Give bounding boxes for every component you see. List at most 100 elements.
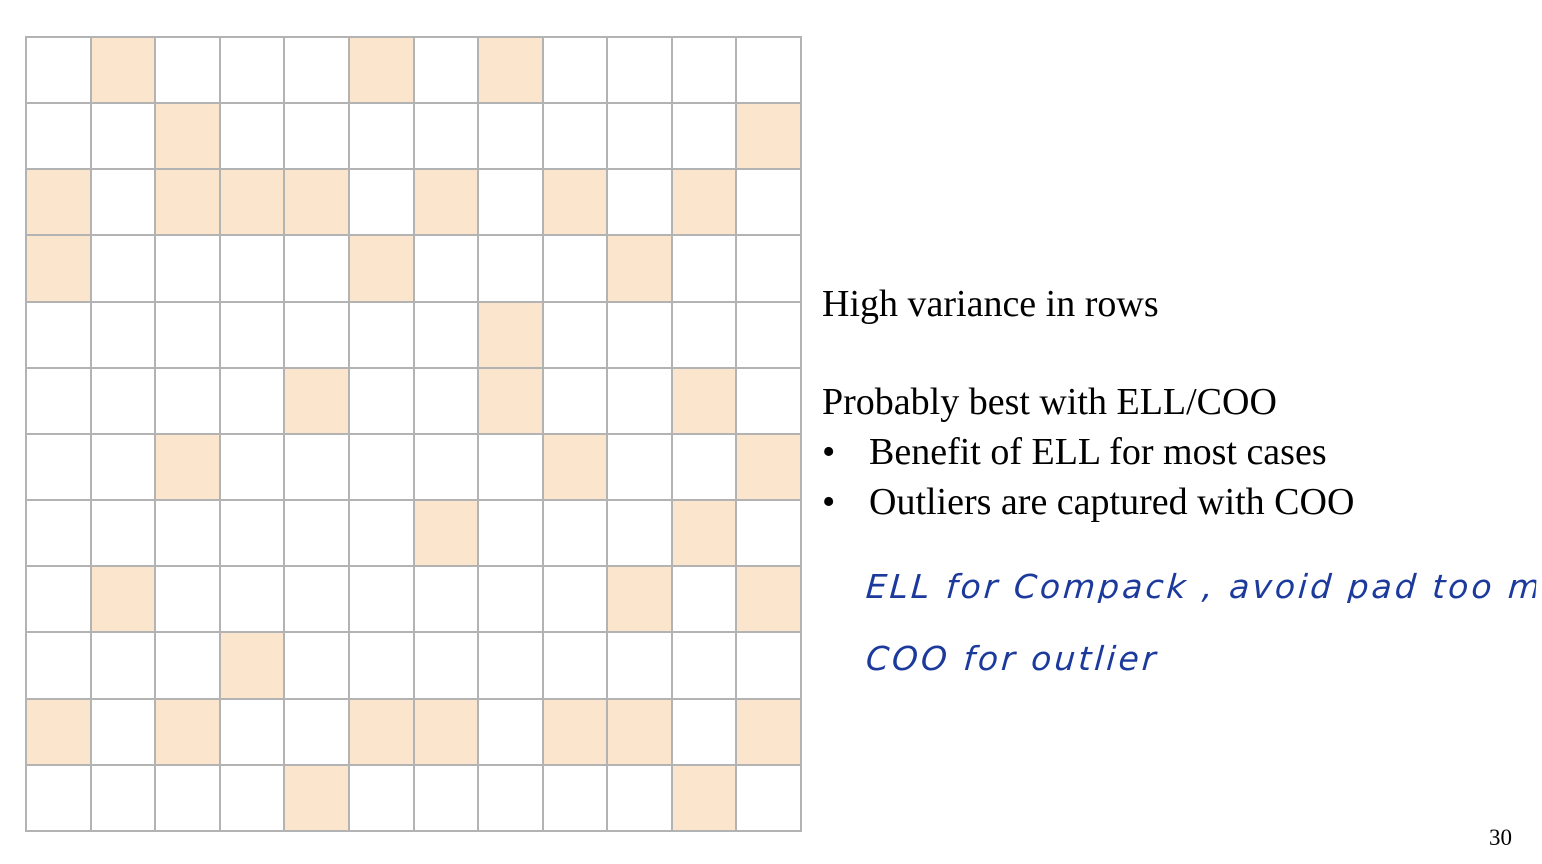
matrix-cell-nonzero bbox=[479, 302, 544, 369]
matrix-cell-empty bbox=[349, 633, 415, 700]
matrix-cell-empty bbox=[156, 567, 221, 634]
matrix-cell-empty bbox=[479, 765, 544, 832]
matrix-cell-empty bbox=[479, 699, 544, 766]
bullet-marker: • bbox=[822, 431, 836, 473]
handwritten-note: ELL for Compack , avoid pad too much bbox=[864, 570, 1538, 603]
matrix-cell-empty bbox=[156, 368, 221, 435]
matrix-cell-empty bbox=[608, 501, 673, 568]
matrix-cell-empty bbox=[349, 170, 415, 237]
matrix-cell-nonzero bbox=[608, 699, 673, 766]
matrix-cell-empty bbox=[91, 368, 157, 435]
matrix-cell-nonzero bbox=[156, 170, 221, 237]
matrix-cell-empty bbox=[91, 302, 157, 369]
matrix-cell-empty bbox=[672, 633, 738, 700]
matrix-cell-empty bbox=[156, 633, 221, 700]
matrix-cell-empty bbox=[91, 501, 157, 568]
matrix-cell-empty bbox=[479, 633, 544, 700]
matrix-cell-empty bbox=[479, 567, 544, 634]
matrix-cell-empty bbox=[737, 170, 802, 237]
matrix-cell-empty bbox=[91, 699, 157, 766]
matrix-cell-empty bbox=[156, 302, 221, 369]
bullet-item: •Outliers are captured with COO bbox=[822, 483, 1354, 521]
matrix-cell-nonzero bbox=[672, 501, 738, 568]
matrix-cell-empty bbox=[479, 501, 544, 568]
matrix-cell-empty bbox=[285, 104, 350, 171]
matrix-cell-nonzero bbox=[414, 699, 480, 766]
matrix-cell-empty bbox=[91, 170, 157, 237]
matrix-cell-empty bbox=[91, 104, 157, 171]
matrix-cell-empty bbox=[737, 302, 802, 369]
matrix-cell-empty bbox=[285, 501, 350, 568]
matrix-cell-empty bbox=[414, 567, 480, 634]
matrix-cell-empty bbox=[349, 567, 415, 634]
matrix-cell-empty bbox=[349, 501, 415, 568]
matrix-cell-empty bbox=[414, 302, 480, 369]
matrix-cell-empty bbox=[543, 38, 609, 105]
matrix-cell-nonzero bbox=[156, 699, 221, 766]
page-number: 30 bbox=[1489, 825, 1512, 850]
matrix-cell-empty bbox=[543, 302, 609, 369]
bullet-text: Outliers are captured with COO bbox=[869, 481, 1355, 523]
matrix-cell-empty bbox=[479, 104, 544, 171]
slide-subheading: Probably best with ELL/COO bbox=[822, 381, 1277, 423]
matrix-cell-nonzero bbox=[285, 765, 350, 832]
matrix-cell-nonzero bbox=[737, 699, 802, 766]
matrix-cell-nonzero bbox=[414, 170, 480, 237]
matrix-cell-empty bbox=[608, 434, 673, 502]
matrix-cell-empty bbox=[543, 104, 609, 171]
matrix-cell-empty bbox=[608, 104, 673, 171]
matrix-cell-empty bbox=[414, 38, 480, 105]
matrix-cell-empty bbox=[543, 633, 609, 700]
matrix-cell-empty bbox=[156, 38, 221, 105]
matrix-cell-nonzero bbox=[220, 633, 286, 700]
matrix-cell-empty bbox=[91, 236, 157, 303]
matrix-cell-nonzero bbox=[608, 567, 673, 634]
matrix-cell-empty bbox=[220, 368, 286, 435]
matrix-cell-nonzero bbox=[349, 236, 415, 303]
matrix-cell-empty bbox=[220, 699, 286, 766]
matrix-cell-empty bbox=[479, 170, 544, 237]
matrix-cell-empty bbox=[672, 699, 738, 766]
bullet-text: Benefit of ELL for most cases bbox=[869, 431, 1327, 473]
matrix-cell-empty bbox=[672, 302, 738, 369]
matrix-cell-empty bbox=[220, 302, 286, 369]
matrix-cell-empty bbox=[220, 236, 286, 303]
matrix-cell-empty bbox=[479, 434, 544, 502]
matrix-cell-nonzero bbox=[543, 699, 609, 766]
matrix-cell-nonzero bbox=[737, 104, 802, 171]
matrix-cell-nonzero bbox=[672, 170, 738, 237]
matrix-cell-empty bbox=[608, 765, 673, 832]
matrix-cell-empty bbox=[349, 104, 415, 171]
matrix-cell-empty bbox=[543, 236, 609, 303]
matrix-cell-empty bbox=[27, 501, 92, 568]
matrix-cell-empty bbox=[672, 38, 738, 105]
matrix-cell-nonzero bbox=[91, 567, 157, 634]
matrix-cell-empty bbox=[672, 236, 738, 303]
matrix-cell-empty bbox=[349, 302, 415, 369]
matrix-cell-nonzero bbox=[349, 699, 415, 766]
matrix-cell-empty bbox=[737, 633, 802, 700]
matrix-cell-empty bbox=[27, 567, 92, 634]
matrix-cell-empty bbox=[27, 368, 92, 435]
matrix-cell-nonzero bbox=[349, 38, 415, 105]
matrix-cell-empty bbox=[27, 302, 92, 369]
matrix-cell-empty bbox=[91, 765, 157, 832]
matrix-cell-empty bbox=[349, 765, 415, 832]
matrix-cell-empty bbox=[414, 236, 480, 303]
matrix-cell-empty bbox=[608, 368, 673, 435]
bullet-item: • Benefit of ELL for most cases bbox=[822, 433, 1327, 471]
matrix-cell-empty bbox=[156, 765, 221, 832]
matrix-cell-empty bbox=[156, 501, 221, 568]
matrix-cell-nonzero bbox=[543, 434, 609, 502]
matrix-cell-empty bbox=[608, 302, 673, 369]
matrix-cell-nonzero bbox=[608, 236, 673, 303]
matrix-cell-empty bbox=[543, 765, 609, 832]
matrix-cell-empty bbox=[285, 567, 350, 634]
matrix-cell-empty bbox=[91, 633, 157, 700]
matrix-cell-empty bbox=[27, 38, 92, 105]
matrix-cell-nonzero bbox=[414, 501, 480, 568]
matrix-cell-empty bbox=[414, 368, 480, 435]
matrix-cell-nonzero bbox=[479, 368, 544, 435]
matrix-cell-empty bbox=[285, 236, 350, 303]
matrix-cell-empty bbox=[543, 567, 609, 634]
